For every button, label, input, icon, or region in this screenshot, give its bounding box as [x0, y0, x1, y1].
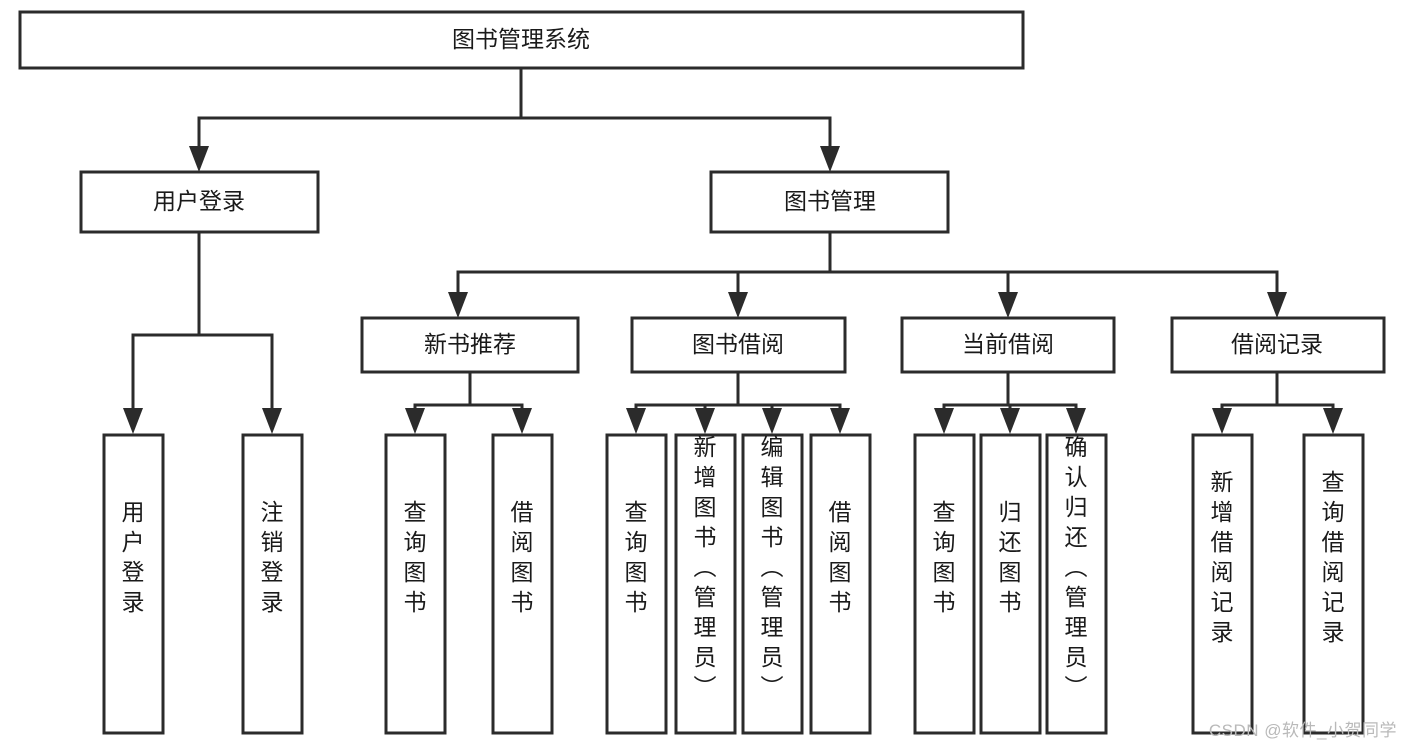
leaf-node-logout[interactable]: 注销登录 [241, 433, 304, 735]
leaf-node-confirm-return-admin-box[interactable] [1045, 433, 1108, 735]
node-user-login-box[interactable] [79, 170, 320, 234]
arrow-head-l3-2 [728, 292, 748, 318]
leaf-node-query-borrow-record-box[interactable] [1302, 433, 1365, 735]
leaf-node-add-book-admin-box[interactable] [674, 433, 737, 735]
arrow-head-leaf-9 [934, 408, 954, 434]
arrow-head-leaf-4 [512, 408, 532, 434]
edge-group-root-to-level2 [189, 66, 840, 172]
leaf-node-query-book-2-label: 查询图书 [625, 499, 648, 615]
arrow-head-leaf-10 [1000, 408, 1020, 434]
leaf-node-borrow-book-2-label: 借阅图书 [829, 499, 852, 615]
node-borrow-record-box[interactable] [1170, 316, 1386, 374]
leaf-node-borrow-book-1-label: 借阅图书 [511, 499, 534, 615]
leaf-node-confirm-return-admin[interactable]: 确认归还︵管理员︶ [1045, 433, 1108, 735]
node-root-box[interactable] [18, 10, 1025, 70]
arrow-head-leaf-11 [1066, 408, 1086, 434]
arrow-head-leaf-2 [262, 408, 282, 434]
node-current-borrow-box[interactable] [900, 316, 1116, 374]
node-book-borrow[interactable]: 图书借阅 [630, 316, 847, 374]
leaf-node-query-borrow-record[interactable]: 查询借阅记录 [1302, 433, 1365, 735]
node-book-borrow-label: 图书借阅 [692, 331, 784, 357]
arrow-head-leaf-5 [626, 408, 646, 434]
arrow-head-l3-3 [998, 292, 1018, 318]
leaf-node-query-borrow-record-label: 查询借阅记录 [1322, 469, 1345, 645]
node-new-book-recommend-label: 新书推荐 [424, 331, 516, 357]
leaf-node-user-login[interactable]: 用户登录 [102, 433, 165, 735]
arrow-head-leaf-13 [1323, 408, 1343, 434]
leaf-node-query-book-1[interactable]: 查询图书 [384, 433, 447, 735]
leaf-node-edit-book-admin-label: 编辑图书︵管理员︶ [761, 434, 784, 700]
leaf-node-add-borrow-record[interactable]: 新增借阅记录 [1191, 433, 1254, 735]
node-user-login-label: 用户登录 [153, 188, 245, 214]
node-book-borrow-box[interactable] [630, 316, 847, 374]
arrow-head-leaf-7 [762, 408, 782, 434]
arrow-head-user-login [189, 146, 209, 172]
node-book-management-box[interactable] [709, 170, 950, 234]
leaf-node-borrow-book-1-box[interactable] [491, 433, 554, 735]
leaf-node-add-book-admin[interactable]: 新增图书︵管理员︶ [674, 433, 737, 735]
node-new-book-recommend-box[interactable] [360, 316, 580, 374]
arrow-head-leaf-12 [1212, 408, 1232, 434]
node-user-login[interactable]: 用户登录 [79, 170, 320, 234]
edge-group-newbook-to-leaves [405, 370, 532, 434]
leaf-node-query-book-3[interactable]: 查询图书 [913, 433, 976, 735]
node-root-book-management-system[interactable]: 图书管理系统 [18, 10, 1025, 70]
leaf-node-logout-label: 注销登录 [261, 499, 284, 615]
edge-group-currentborrow-to-leaves [934, 370, 1086, 434]
leaf-node-add-borrow-record-box[interactable] [1191, 433, 1254, 735]
arrow-head-leaf-8 [830, 408, 850, 434]
node-borrow-record-label: 借阅记录 [1231, 331, 1323, 357]
edge-group-userlogin-to-leaves [123, 230, 282, 434]
leaf-node-query-book-2[interactable]: 查询图书 [605, 433, 668, 735]
leaf-node-query-book-3-label: 查询图书 [933, 499, 956, 615]
leaf-node-add-book-admin-label: 新增图书︵管理员︶ [694, 434, 717, 700]
leaf-node-return-book-label: 归还图书 [999, 499, 1022, 615]
leaf-node-logout-box[interactable] [241, 433, 304, 735]
arrow-head-leaf-1 [123, 408, 143, 434]
leaf-node-return-book[interactable]: 归还图书 [979, 433, 1042, 735]
leaf-node-add-borrow-record-label: 新增借阅记录 [1211, 469, 1234, 645]
arrow-head-l3-4 [1267, 292, 1287, 318]
leaf-node-borrow-book-2[interactable]: 借阅图书 [809, 433, 872, 735]
arrow-head-leaf-6 [695, 408, 715, 434]
leaf-node-query-book-2-box[interactable] [605, 433, 668, 735]
leaf-node-query-book-1-label: 查询图书 [404, 499, 427, 615]
edge-group-bookmgmt-to-level3 [448, 230, 1287, 318]
leaf-node-user-login-box[interactable] [102, 433, 165, 735]
edge-group-borrowrecord-to-leaves [1212, 370, 1343, 434]
node-current-borrow[interactable]: 当前借阅 [900, 316, 1116, 374]
leaf-node-edit-book-admin[interactable]: 编辑图书︵管理员︶ [741, 433, 804, 735]
leaf-node-user-login-label: 用户登录 [122, 499, 145, 615]
leaf-node-confirm-return-admin-label: 确认归还︵管理员︶ [1065, 434, 1088, 700]
arrow-head-l3-1 [448, 292, 468, 318]
leaf-node-edit-book-admin-box[interactable] [741, 433, 804, 735]
leaf-node-borrow-book-2-box[interactable] [809, 433, 872, 735]
leaf-node-borrow-book-1[interactable]: 借阅图书 [491, 433, 554, 735]
edge-group-bookborrow-to-leaves [626, 370, 850, 434]
node-current-borrow-label: 当前借阅 [962, 331, 1054, 357]
node-root-label: 图书管理系统 [452, 26, 590, 52]
node-book-management-label: 图书管理 [784, 188, 876, 214]
node-book-management[interactable]: 图书管理 [709, 170, 950, 234]
leaf-node-return-book-box[interactable] [979, 433, 1042, 735]
node-new-book-recommend[interactable]: 新书推荐 [360, 316, 580, 374]
leaf-node-query-book-1-box[interactable] [384, 433, 447, 735]
arrow-head-leaf-3 [405, 408, 425, 434]
arrow-head-book-mgmt [820, 146, 840, 172]
node-borrow-record[interactable]: 借阅记录 [1170, 316, 1386, 374]
leaf-node-query-book-3-box[interactable] [913, 433, 976, 735]
